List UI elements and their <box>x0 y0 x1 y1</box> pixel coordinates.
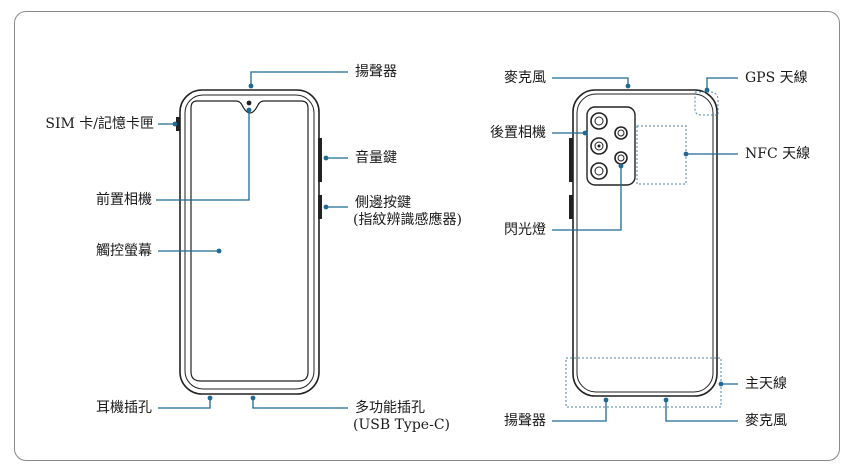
label-rear-camera: 後置相機 <box>490 125 546 141</box>
label-nfc-antenna: NFC 天線 <box>745 146 811 162</box>
back-leaders <box>552 77 738 422</box>
label-front-camera: 前置相機 <box>96 192 152 208</box>
label-usb-port: 多功能插孔 <box>355 400 425 416</box>
diagram-frame <box>14 11 840 461</box>
label-speaker-bottom: 揚聲器 <box>504 413 546 429</box>
leader-front-camera <box>156 110 250 201</box>
nfc-area <box>636 125 687 185</box>
flash-lens <box>614 151 628 165</box>
back-dots <box>582 83 724 403</box>
label-mic-bottom: 麥克風 <box>745 413 787 429</box>
back-phone <box>569 89 718 397</box>
label-gps-antenna: GPS 天線 <box>745 70 808 86</box>
front-leaders <box>156 71 348 409</box>
back-body-inner <box>576 93 714 393</box>
back-side-key-a <box>569 138 573 182</box>
label-side-key: 側邊按鍵 <box>355 195 411 211</box>
side-key-shape <box>318 195 322 219</box>
leader-speaker-top <box>250 71 348 86</box>
camera-lens-1 <box>590 112 608 130</box>
label-speaker-top: 揚聲器 <box>355 64 397 80</box>
leader-gps <box>706 77 738 90</box>
label-usb-port-sub: (USB Type-C) <box>353 417 450 433</box>
label-flash: 閃光燈 <box>504 222 546 238</box>
front-camera-lens <box>246 100 252 106</box>
camera-lens-3 <box>590 162 608 180</box>
leader-mic-top <box>552 77 629 86</box>
camera-lens-2 <box>590 137 608 155</box>
back-body-outer <box>572 89 718 397</box>
sim-tray-shape <box>176 117 180 131</box>
leader-mic-bottom <box>665 400 738 422</box>
label-side-key-sub: (指紋辨識感應器) <box>353 212 462 228</box>
antenna-areas <box>565 91 722 408</box>
front-dots <box>172 83 329 401</box>
leader-speaker-bottom <box>552 400 607 422</box>
label-main-antenna: 主天線 <box>745 376 787 392</box>
leader-flash <box>552 166 622 231</box>
volume-key-shape <box>318 138 322 182</box>
camera-lens-4 <box>614 126 628 140</box>
leader-usb <box>252 398 348 409</box>
front-phone <box>176 89 322 395</box>
label-mic-top: 麥克風 <box>504 70 546 86</box>
main-antenna-area <box>565 357 722 408</box>
label-touchscreen: 觸控螢幕 <box>96 243 152 259</box>
label-sim-tray: SIM 卡/記憶卡匣 <box>45 116 154 132</box>
front-body-inner <box>184 94 315 390</box>
front-screen <box>190 100 309 382</box>
camera-module <box>586 106 636 186</box>
back-side-key-b <box>569 195 573 219</box>
label-volume-key: 音量鍵 <box>355 150 397 166</box>
label-earphone-jack: 耳機插孔 <box>96 400 152 416</box>
front-body-outer <box>179 89 320 395</box>
leader-earphone <box>158 398 211 409</box>
